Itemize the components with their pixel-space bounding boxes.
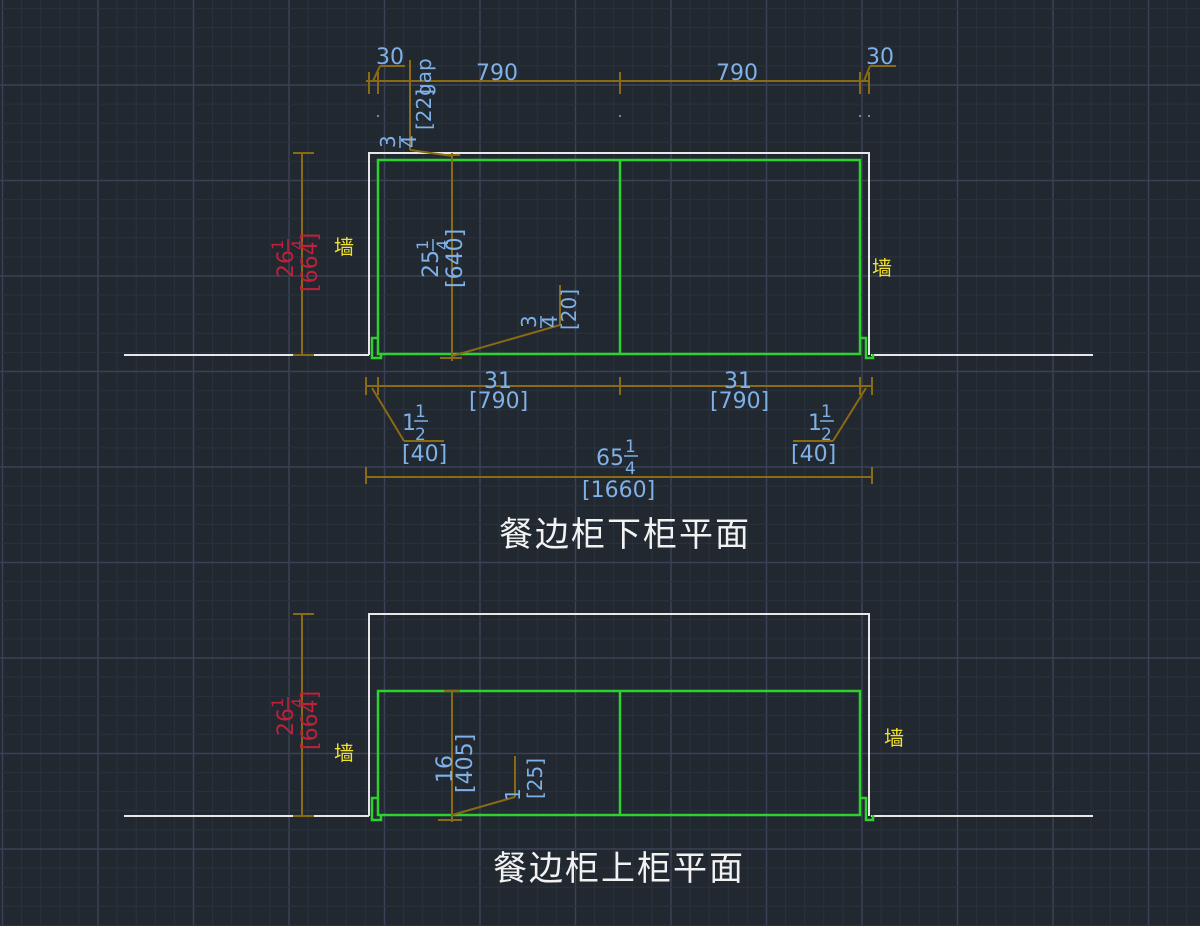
lower-depth-label: 25 1 4 [640] — [413, 229, 468, 288]
upper-height-whole: 26 — [274, 708, 299, 736]
upper-back-gap-whole: 1 — [501, 788, 525, 801]
lower-back-gap-label: 3 4 [20] — [517, 289, 581, 330]
upper-plan-title: 餐边柜上柜平面 — [493, 849, 745, 889]
overall-den: 4 — [625, 459, 636, 479]
dim-bottom-right-bay-in: 31 — [724, 369, 752, 394]
upper-wall-label-right: 墙 — [884, 726, 904, 750]
lower-height-whole: 26 — [274, 250, 299, 278]
lower-cabinet-plan: 30 790 790 30 3 4 [22] gap 26 1 4 [664] — [124, 45, 1093, 555]
upper-height-den: 4 — [288, 698, 307, 708]
upper-back-gap-label: 1 [25] — [501, 758, 547, 801]
upper-back-gap-bracket: [25] — [523, 758, 547, 799]
upper-wall-outline — [368, 613, 870, 816]
lower-top-dimension-chain — [366, 60, 896, 157]
lower-height-bracket: [664] — [298, 233, 323, 292]
dim-gap-note: 3 4 [22] gap — [376, 58, 436, 148]
dim-bottom-left-bay-mm: [790] — [469, 389, 528, 414]
lower-depth-whole: 25 — [419, 250, 444, 278]
lower-depth-bracket: [640] — [443, 229, 468, 288]
upper-height-label: 26 1 4 [664] — [268, 691, 323, 750]
upper-right-filler — [860, 796, 875, 822]
overall-bracket: [1660] — [582, 478, 655, 503]
dim-left-bay-790: 790 — [476, 61, 518, 86]
dim-left-side-40: 1 1 2 [40] — [402, 402, 447, 467]
lower-wall-outline — [368, 152, 870, 355]
lower-right-filler — [860, 336, 875, 360]
upper-depth-dimension — [438, 690, 516, 822]
lower-wall-label-left: 墙 — [334, 235, 354, 259]
overall-whole: 65 — [596, 446, 624, 471]
upper-depth-bracket: [405] — [453, 734, 478, 793]
dim-left-gap-30: 30 — [376, 45, 404, 70]
dim-right-bay-790: 790 — [716, 61, 758, 86]
lower-left-filler — [370, 336, 383, 360]
right-side-bracket: [40] — [791, 442, 836, 467]
upper-height-dimension — [293, 613, 314, 817]
left-side-bracket: [40] — [402, 442, 447, 467]
left-side-num: 1 — [415, 402, 426, 422]
lower-height-dimension — [293, 152, 314, 356]
right-side-num: 1 — [821, 402, 832, 422]
upper-wall-label-left: 墙 — [334, 741, 354, 765]
lower-depth-den: 4 — [433, 240, 452, 250]
gap-word: gap — [412, 58, 436, 96]
dim-bottom-left-bay-in: 31 — [484, 369, 512, 394]
upper-depth-label: 16 [405] — [433, 734, 478, 793]
lower-height-num: 1 — [268, 240, 287, 250]
left-side-whole: 1 — [402, 411, 416, 436]
gap-bracket: [22] — [412, 89, 436, 130]
lower-depth-num: 1 — [413, 240, 432, 250]
lower-height-label: 26 1 4 [664] — [268, 233, 323, 292]
lower-back-gap-num: 3 — [517, 315, 541, 328]
lower-wall-label-right: 墙 — [872, 256, 892, 280]
gap-frac-den: 4 — [397, 135, 421, 148]
overall-num: 1 — [625, 437, 636, 457]
upper-left-filler — [370, 796, 383, 822]
lower-bottom-dimension-chain — [365, 377, 873, 484]
lower-plan-title: 餐边柜下柜平面 — [499, 515, 751, 555]
lower-back-gap-bracket: [20] — [557, 289, 581, 330]
upper-height-num: 1 — [268, 698, 287, 708]
left-side-den: 2 — [415, 425, 426, 445]
gap-frac-num: 3 — [376, 135, 400, 148]
dim-right-gap-30: 30 — [866, 45, 894, 70]
dim-overall-1660: 65 1 4 [1660] — [582, 437, 655, 503]
right-side-whole: 1 — [808, 411, 822, 436]
upper-height-bracket: [664] — [298, 691, 323, 750]
lower-depth-dimension — [440, 153, 561, 361]
dim-bottom-right-bay-mm: [790] — [710, 389, 769, 414]
lower-height-den: 4 — [288, 240, 307, 250]
upper-cabinet-plan: 26 1 4 [664] 墙 墙 16 [405] 1 [25] 餐边柜上柜平面 — [124, 613, 1093, 889]
right-side-den: 2 — [821, 425, 832, 445]
upper-depth-whole: 16 — [433, 755, 458, 783]
lower-back-gap-den: 4 — [538, 315, 562, 328]
dim-right-side-40: 1 1 2 [40] — [791, 402, 836, 467]
